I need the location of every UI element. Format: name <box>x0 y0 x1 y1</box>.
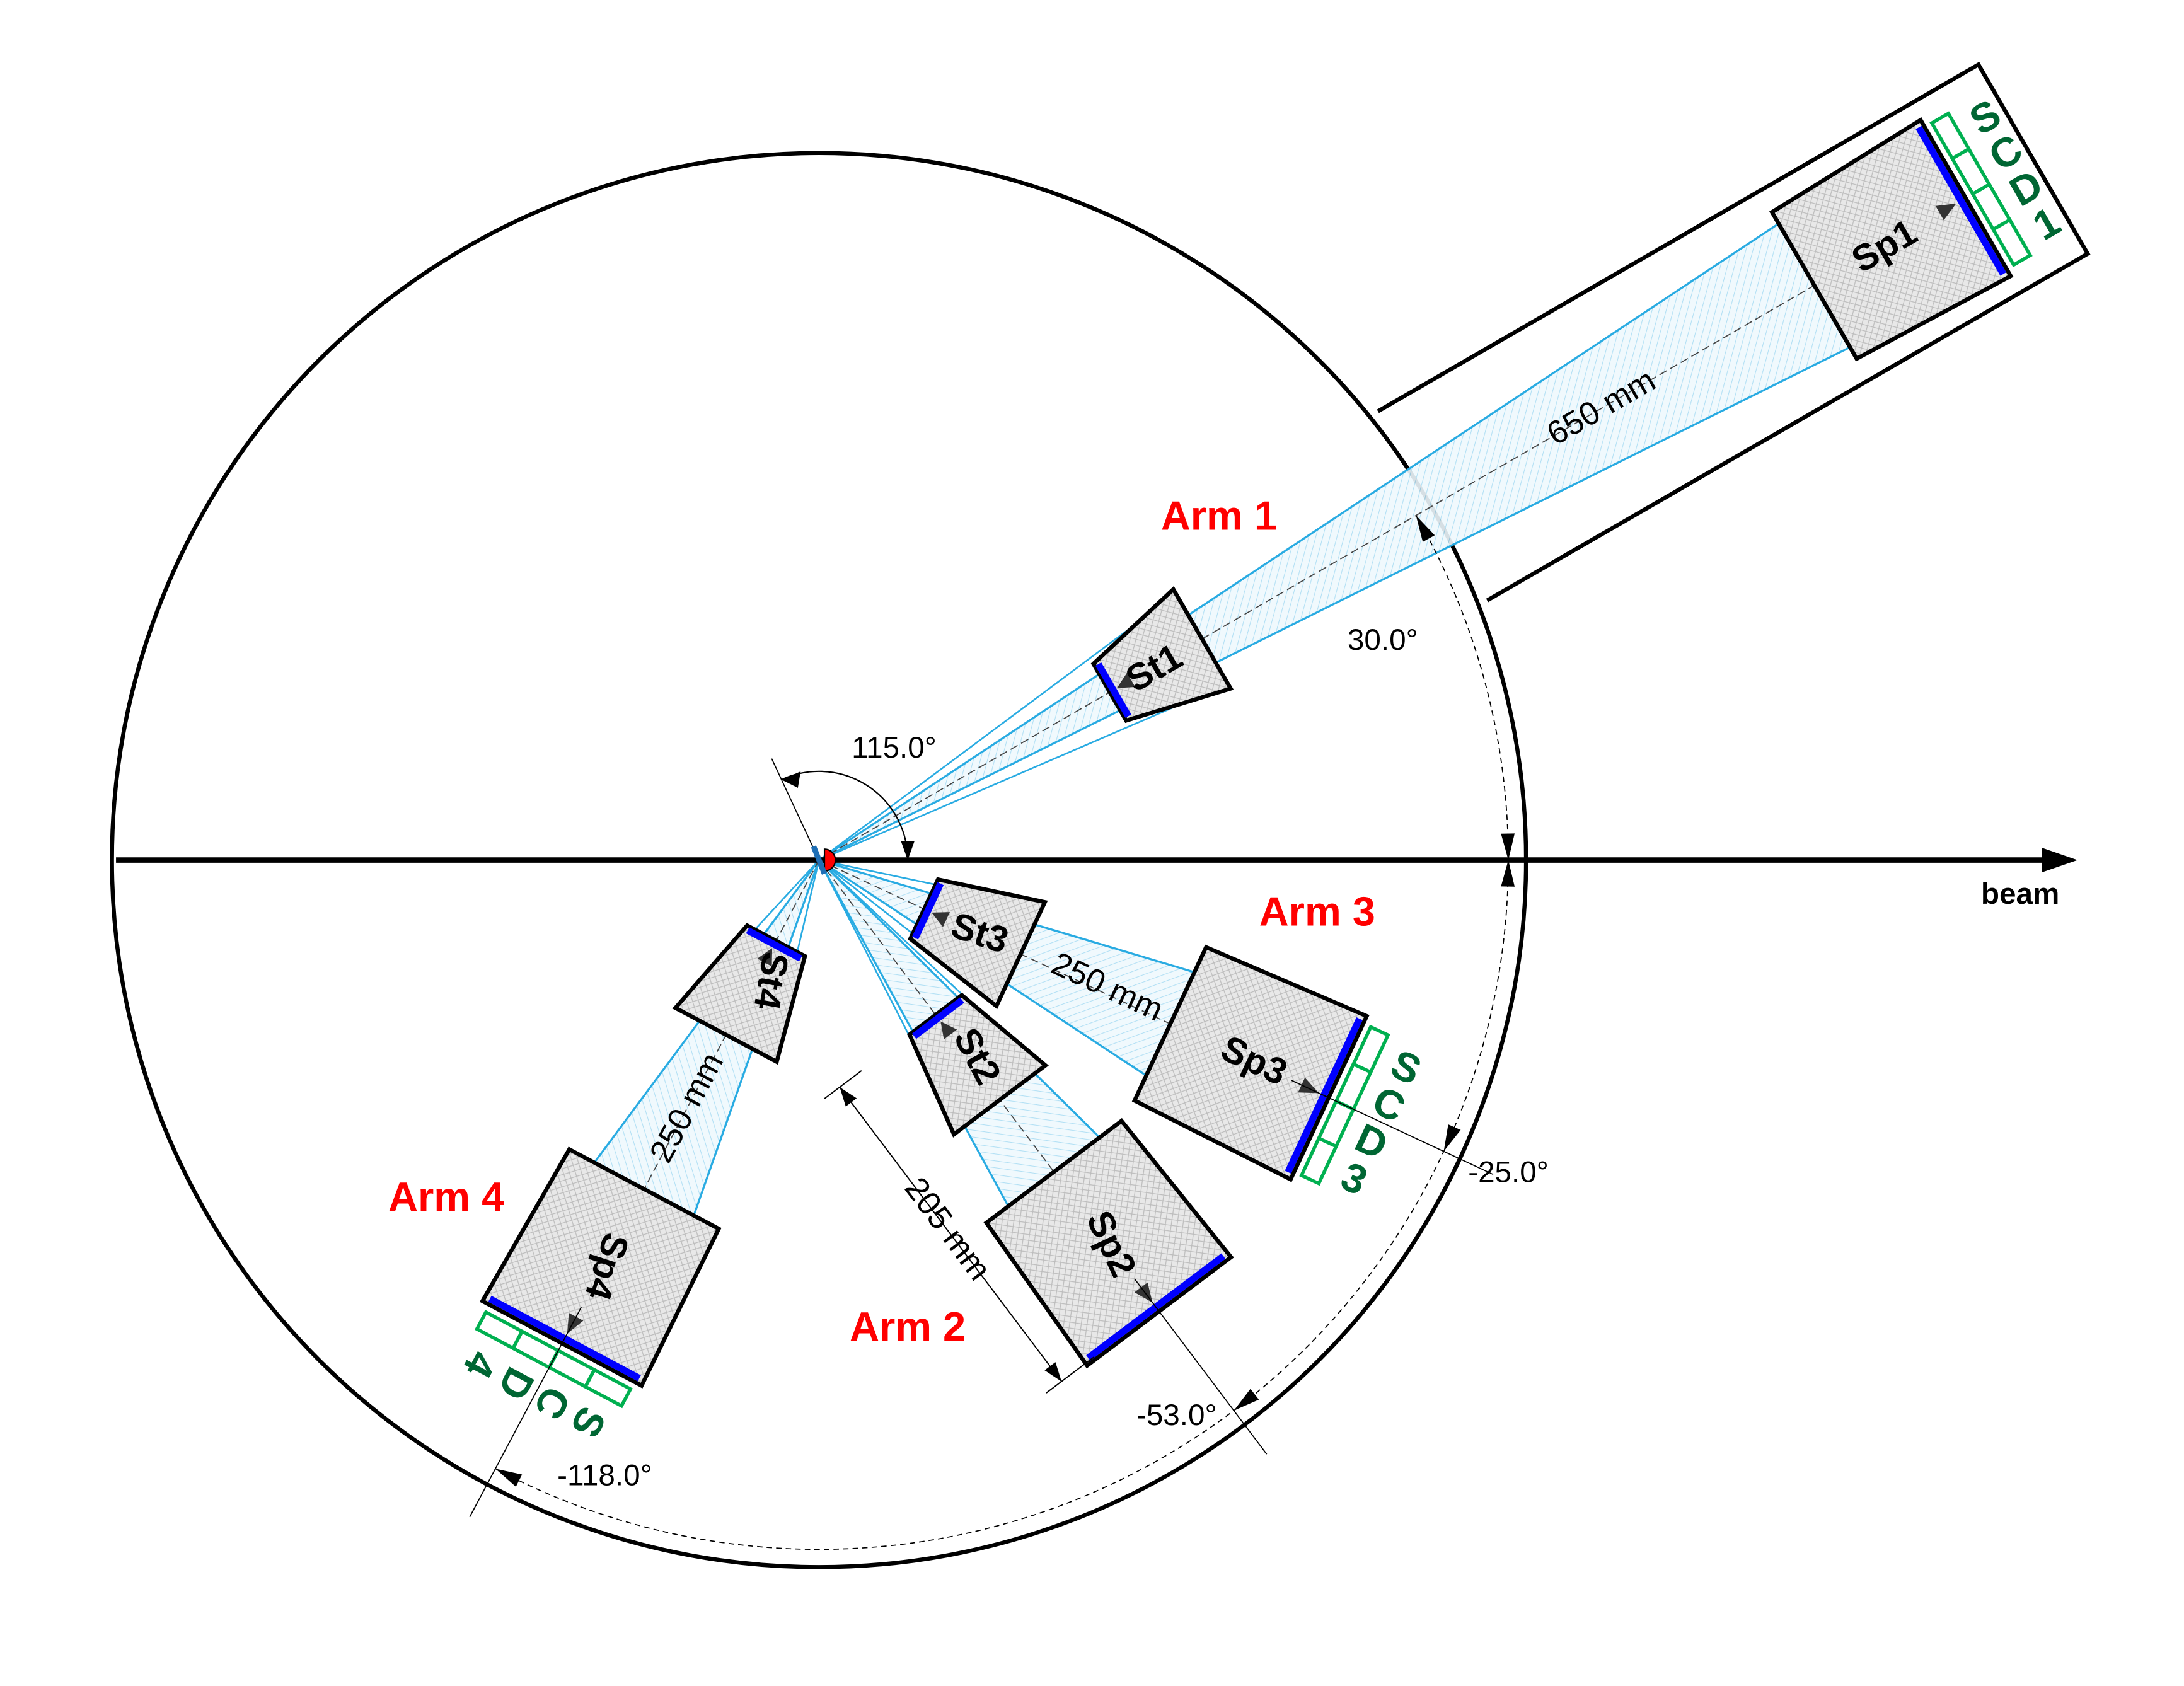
angle-dimension-arc <box>495 515 1509 1550</box>
angle-dimensions <box>495 515 1515 1550</box>
stop-detector-4-label: St4 <box>746 949 796 1013</box>
stop-detector-3-face <box>912 882 944 940</box>
arm-4-label: Arm 4 <box>388 1174 504 1220</box>
stop-detector-4-face <box>746 927 802 962</box>
arm-4-angle-label: -118.0° <box>557 1458 652 1492</box>
arm-1-stop-edge <box>818 593 1177 861</box>
arrow-icon <box>1501 860 1515 887</box>
target <box>811 845 836 875</box>
arrow-icon <box>931 912 950 927</box>
arm-1-acceptance-edge <box>818 129 1921 861</box>
arm-3-label: Arm 3 <box>1259 889 1375 935</box>
stop-detector-2-face <box>912 997 964 1039</box>
arrow-icon <box>901 841 915 860</box>
arm-1-acceptance-edge <box>818 270 2002 862</box>
arrow-icon <box>781 771 801 788</box>
arm-3-angle-label: -25.0° <box>1468 1156 1549 1189</box>
beam-label: beam <box>1981 877 2059 911</box>
arm-3-angle-extension <box>1291 1080 1494 1175</box>
detector-element-box <box>474 1310 524 1351</box>
arm-2-detectors <box>824 992 1268 1455</box>
spectrometer-1-face <box>1915 125 2006 276</box>
dimension-extension <box>1046 1356 1095 1394</box>
arrow-icon <box>1416 515 1435 542</box>
arm-2-angle-extension <box>1134 1278 1268 1455</box>
dimension-extension <box>824 1070 862 1099</box>
target-foil <box>811 845 828 875</box>
arrow-icon <box>757 948 773 967</box>
stop-detector-1 <box>1090 586 1234 724</box>
spectrometer-2 <box>983 1117 1234 1369</box>
arrow-icon <box>1443 1124 1461 1152</box>
arm-1-angle-label: 30.0° <box>1348 623 1418 657</box>
stop-detector-1-face <box>1095 662 1131 718</box>
stop-detector-3 <box>908 877 1048 1010</box>
arrow-icon <box>1935 203 1956 221</box>
target-normal-line <box>771 758 820 860</box>
target-angle-arc <box>781 770 909 860</box>
arm-2-label: Arm 2 <box>850 1303 966 1349</box>
arrow-icon <box>1134 1282 1153 1303</box>
arrow-icon <box>495 1469 523 1487</box>
arrow-icon <box>567 1313 584 1334</box>
arrow-icon <box>1501 833 1515 860</box>
arm-1-label: Arm 1 <box>1161 492 1277 538</box>
arm-2-angle-label: -53.0° <box>1136 1399 1217 1432</box>
arrow-icon <box>840 1087 857 1107</box>
arrow-icon <box>1044 1362 1062 1382</box>
distance-dimension-line <box>839 1087 1062 1382</box>
beam-arrow-icon <box>2042 848 2078 873</box>
target-angle-label: 115.0° <box>852 731 937 765</box>
detector-element-box <box>1990 217 2033 267</box>
arrow-icon <box>1116 673 1136 688</box>
arrow-icon <box>1298 1077 1319 1094</box>
spectrometer-1-housing <box>1377 62 2091 603</box>
arrow-icon <box>940 1021 957 1040</box>
arrow-icon <box>1234 1389 1259 1411</box>
arm-4-angle-extension <box>469 1307 582 1518</box>
stop-detector-4 <box>672 923 807 1065</box>
target-spot-icon <box>823 848 836 872</box>
detector-element-box <box>1299 1136 1339 1186</box>
arm-1-stop-edge <box>818 683 1228 861</box>
